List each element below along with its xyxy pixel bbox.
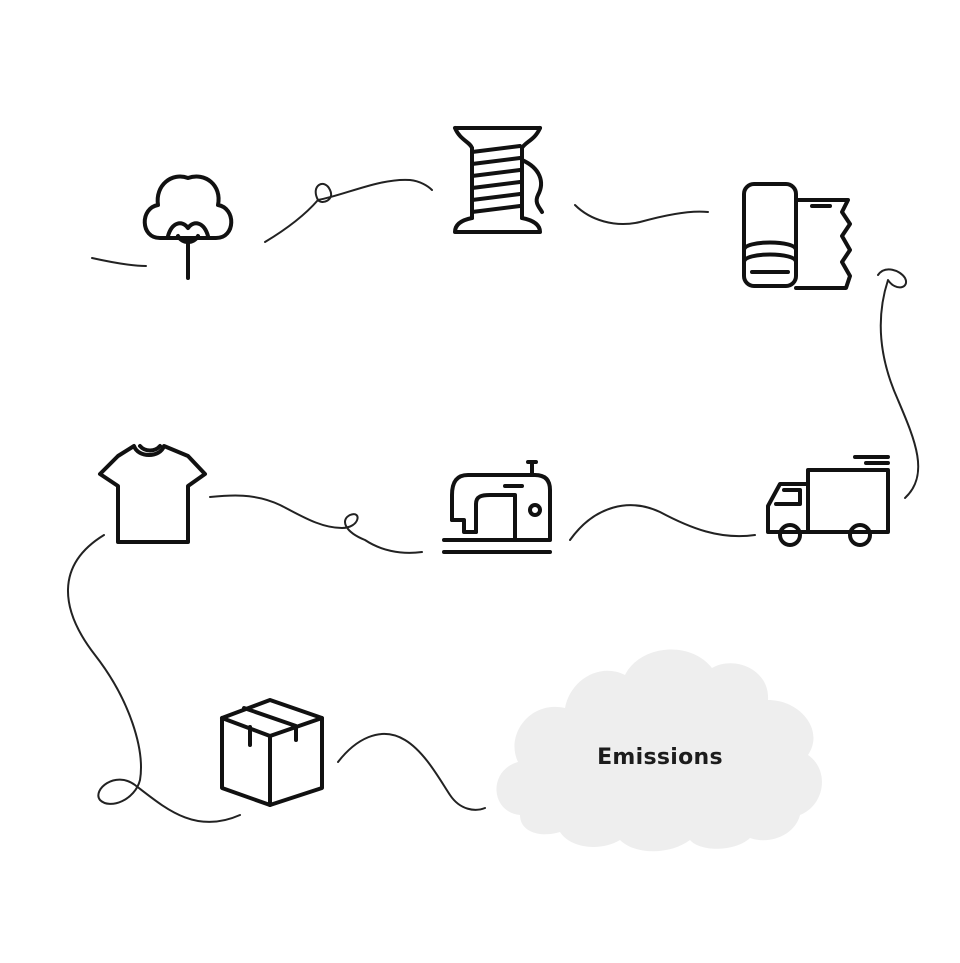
emissions-label: Emissions [597, 745, 723, 770]
thread-spool-icon [453, 126, 544, 234]
thread-sewing-to-shirt [209, 494, 423, 554]
thread-cotton-to-spool [264, 178, 433, 243]
thread-truck-to-sewing [569, 504, 756, 541]
cotton-plant-icon [142, 174, 234, 280]
thread-box-to-cloud [337, 732, 486, 811]
thread-fabric-to-truck [877, 268, 920, 499]
thread-shirt-to-box [67, 534, 241, 823]
cardboard-box-icon [220, 698, 324, 807]
delivery-truck-icon [766, 455, 890, 547]
connector-threads [67, 178, 920, 823]
emissions-cloud [496, 649, 822, 852]
fabric-roll-icon [742, 182, 852, 290]
thread-start [91, 257, 147, 267]
thread-spool-to-fabric [574, 204, 709, 226]
t-shirt-icon [98, 444, 207, 544]
sewing-machine-icon [442, 460, 552, 554]
